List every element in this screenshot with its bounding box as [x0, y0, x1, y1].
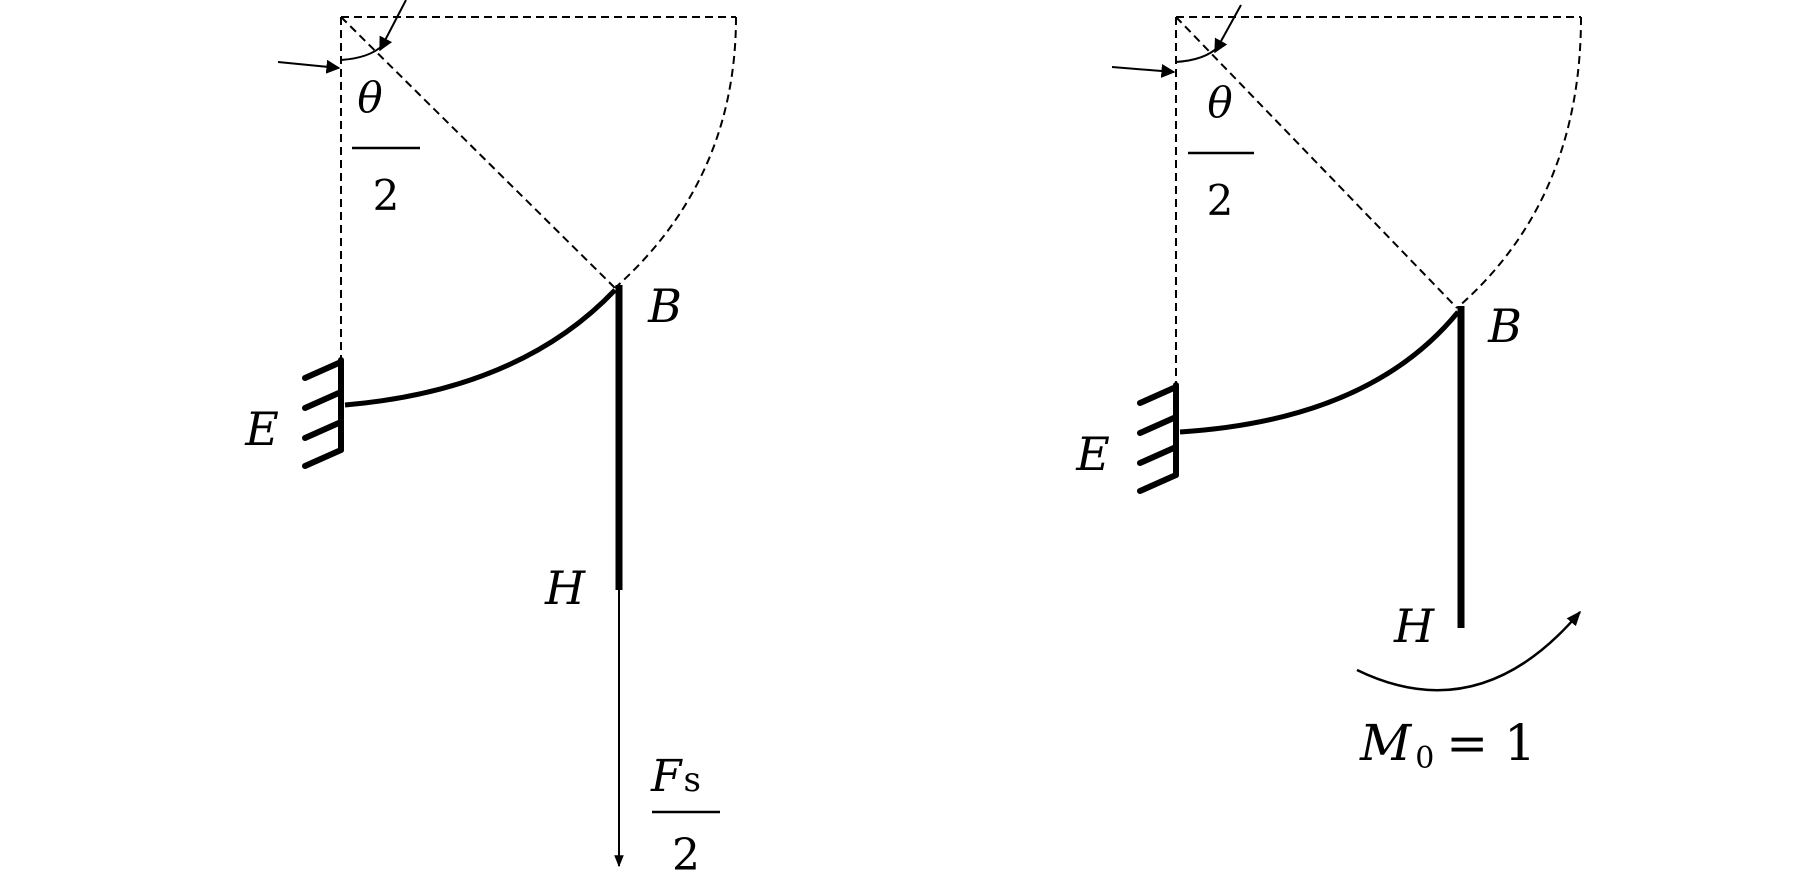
load-numerator: F: [650, 751, 683, 802]
angle-marker: [1111, 4, 1242, 78]
point-b-label: B: [1487, 299, 1522, 353]
angle-denominator: 2: [1207, 176, 1234, 225]
svg-text:Fs: Fs: [650, 751, 701, 802]
angle-arrow-right: [1214, 4, 1242, 54]
angle-numerator: θ: [357, 73, 382, 122]
angle-denominator: 2: [373, 171, 400, 220]
curved-member: [1179, 310, 1460, 435]
point-h-label: H: [1393, 599, 1435, 653]
point-h-label: H: [544, 561, 586, 615]
angle-arrow-right: [379, 0, 407, 52]
moment-value: = 1: [1446, 714, 1536, 772]
moment-arrow: [1356, 610, 1581, 692]
figure-left: θ 2 B E H Fs 2: [244, 0, 737, 875]
point-e-label: E: [244, 402, 279, 456]
angle-label: θ 2: [1188, 78, 1254, 225]
curved-member: [344, 288, 617, 408]
fixed-support: [302, 357, 344, 469]
load-label: Fs 2: [650, 751, 720, 875]
fixed-support: [1137, 382, 1179, 494]
dashed-frame: [340, 16, 737, 360]
angle-arrow-left: [277, 59, 341, 74]
angle-label: θ 2: [352, 73, 420, 220]
load-subscript: s: [684, 760, 701, 800]
point-b-label: B: [647, 279, 682, 333]
load-denominator: 2: [672, 830, 700, 875]
dashed-frame: [1175, 16, 1582, 385]
moment-symbol: M: [1359, 714, 1413, 772]
point-e-label: E: [1075, 427, 1110, 481]
angle-arrow-left: [1111, 64, 1176, 78]
angle-numerator: θ: [1207, 78, 1232, 127]
angle-marker: [277, 0, 407, 74]
moment-subscript: 0: [1415, 741, 1434, 776]
